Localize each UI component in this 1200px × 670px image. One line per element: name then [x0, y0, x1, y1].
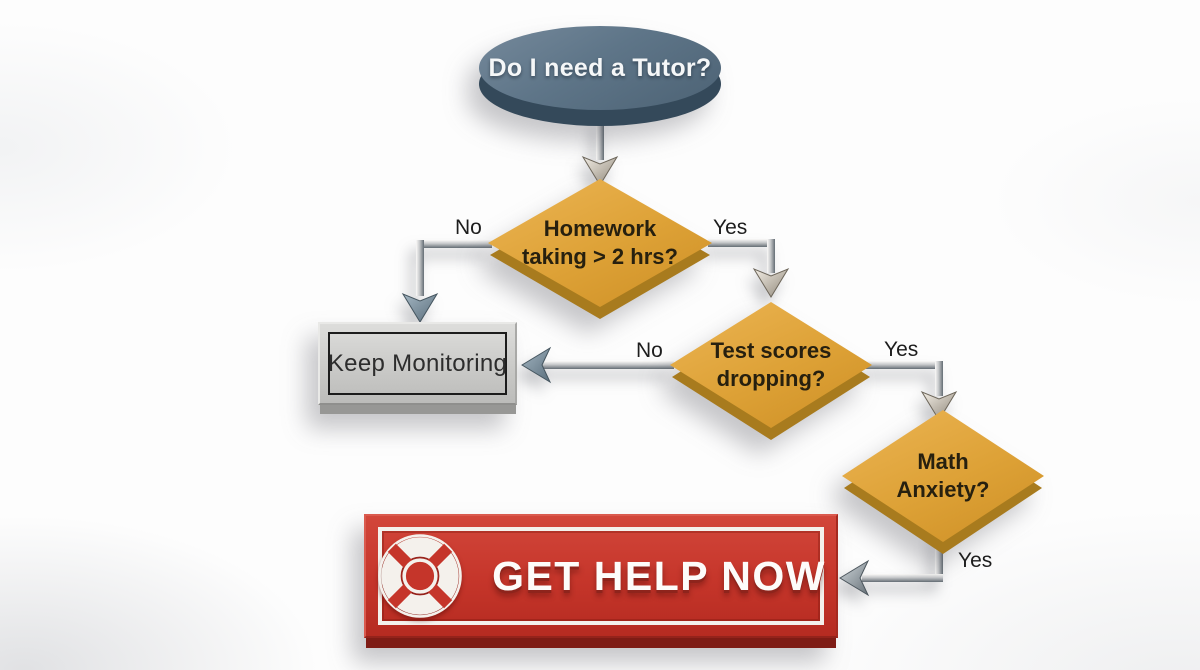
edge-label-homework-yes: Yes — [713, 216, 748, 239]
edge-label-scores-yes: Yes — [884, 338, 919, 361]
edge-label-scores-no: No — [636, 339, 663, 362]
get-help-button-label: GET HELP NOW — [492, 552, 826, 599]
decision-math-anxiety-label-line1: Math — [917, 449, 969, 475]
decision-math-anxiety: Math Anxiety? — [842, 410, 1044, 556]
get-help-button[interactable]: GET HELP NOW — [364, 514, 838, 650]
decision-homework: Homework taking > 2 hrs? — [488, 179, 712, 321]
terminal-keep-monitoring-label: Keep Monitoring — [327, 349, 508, 377]
decision-homework-label-line2: taking > 2 hrs? — [522, 244, 678, 269]
decision-homework-label-line1: Homework — [543, 216, 657, 242]
terminal-keep-monitoring: Keep Monitoring — [318, 322, 518, 416]
lifebuoy-icon — [378, 534, 462, 618]
decision-test-scores-label-line2: dropping? — [716, 366, 826, 391]
edge-label-homework-no: No — [455, 216, 482, 239]
edge-label-anxiety-yes: Yes — [958, 549, 993, 572]
decision-math-anxiety-label-line2: Anxiety? — [896, 477, 990, 502]
terminal-keep-monitoring-border — [328, 332, 507, 395]
start-node-label: Do I need a Tutor? — [488, 53, 712, 82]
start-node: Do I need a Tutor? — [479, 26, 721, 128]
decision-test-scores-label-line1: Test scores — [710, 338, 832, 364]
decision-test-scores: Test scores dropping? — [670, 302, 872, 442]
